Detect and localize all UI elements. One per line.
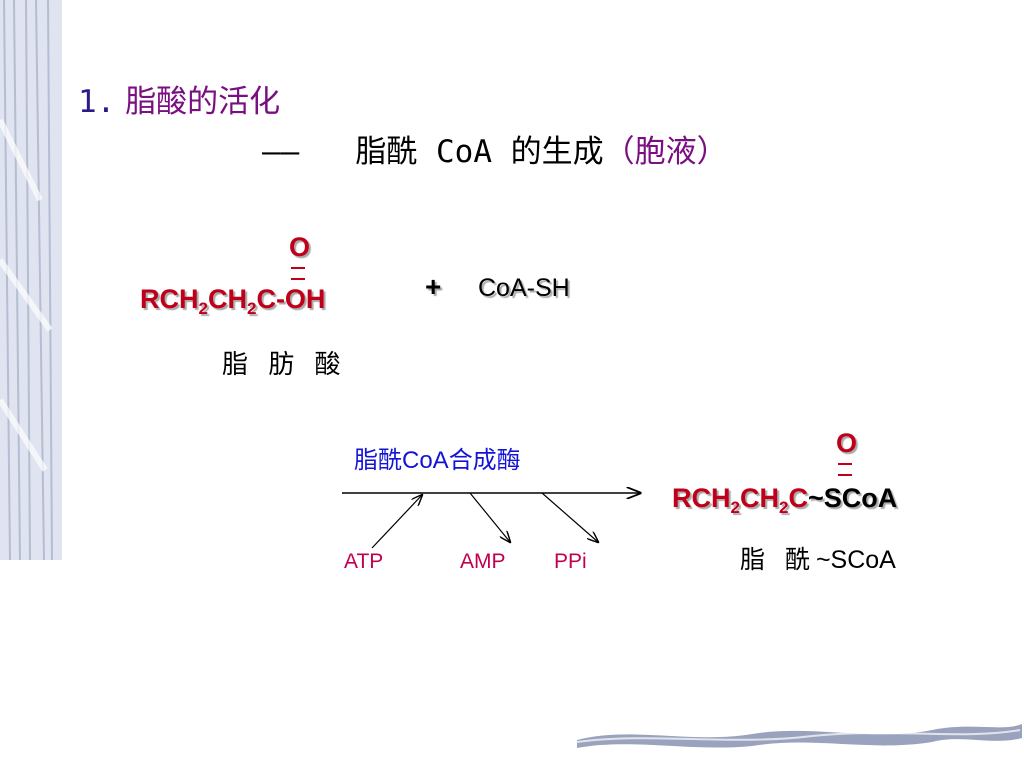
ppi-out-arrow [541, 492, 598, 542]
bottom-decoration [576, 724, 1022, 748]
title-line-1: 1. 脂酸的活化 [78, 76, 280, 121]
amp-label: AMP [460, 550, 506, 573]
section-number: 1. [78, 84, 116, 120]
title-line-2: —— 脂酰 CoA 的生成（胞液） [262, 126, 728, 171]
reactant-carbonyl-oxygen: O [289, 232, 311, 262]
atp-label: ATP [344, 550, 384, 573]
section-title: 脂酸的活化 [125, 84, 281, 120]
atp-in-arrow [371, 495, 422, 549]
reaction-arrows [342, 478, 650, 549]
product-double-bond [838, 463, 852, 476]
acyl-coa-label: 脂 酰~SCoA [740, 545, 896, 574]
title-dash: —— [262, 134, 300, 170]
product-carbonyl-oxygen: O [836, 428, 858, 458]
coa-sh: CoA-SH [478, 274, 570, 302]
subtitle: 脂酰 CoA 的生成 [355, 134, 604, 170]
amp-out-arrow [469, 492, 510, 542]
left-decoration [0, 0, 62, 560]
ppi-label: PPi [554, 550, 587, 573]
plus-sign: + [425, 271, 442, 302]
acyl-coa-formula: RCH2CH2C~SCoA [672, 483, 898, 517]
location-note: （胞液） [603, 134, 728, 170]
fatty-acid-formula: RCH2CH2C-OH [140, 284, 326, 318]
reactant-double-bond [291, 267, 305, 280]
fatty-acid-label: 脂 肪 酸 [222, 350, 347, 380]
enzyme-label: 脂酰CoA合成酶 [354, 446, 521, 474]
